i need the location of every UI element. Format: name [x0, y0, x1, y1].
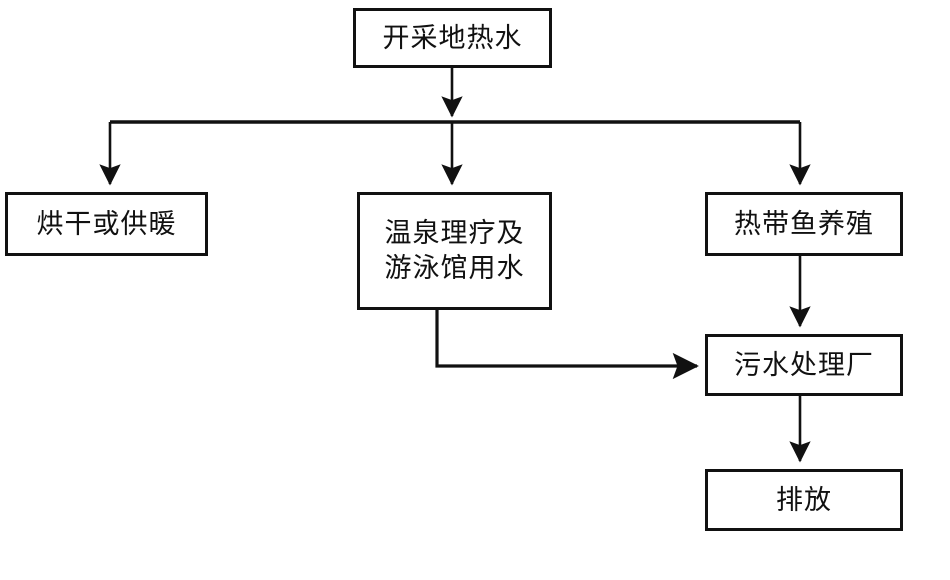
node-source-geothermal-extraction[interactable]: 开采地热水: [353, 8, 552, 68]
node-tropical-fish-farming[interactable]: 热带鱼养殖: [705, 192, 903, 256]
node-discharge[interactable]: 排放: [705, 469, 903, 531]
node-fish-label: 热带鱼养殖: [734, 208, 874, 239]
edge-spa-to-treatment: [435, 310, 699, 380]
node-wastewater-treatment-plant[interactable]: 污水处理厂: [705, 334, 903, 396]
node-spa-label-line1: 温泉理疗及: [384, 218, 525, 249]
node-discharge-label: 排放: [776, 484, 832, 515]
node-spa-and-swimming-pool-water[interactable]: 温泉理疗及 游泳馆用水: [357, 192, 552, 310]
node-spa-label-line2: 游泳馆用水: [384, 253, 525, 283]
node-source-label: 开采地热水: [382, 22, 523, 53]
node-drying-or-heating[interactable]: 烘干或供暖: [5, 192, 208, 256]
node-drying-label: 烘干或供暖: [36, 208, 177, 239]
node-treatment-label: 污水处理厂: [734, 349, 874, 380]
